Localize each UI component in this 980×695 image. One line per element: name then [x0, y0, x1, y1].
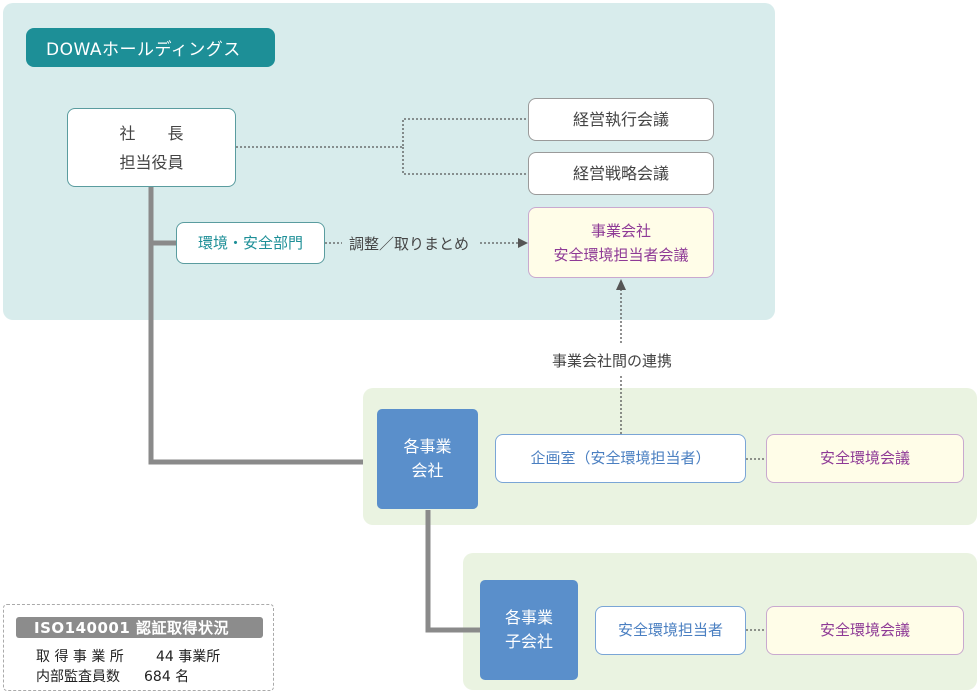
- planning-office-box: 企画室（安全環境担当者）: [495, 434, 746, 483]
- president-title: 社 長: [119, 123, 184, 143]
- company-meeting-line1: 事業会社: [590, 221, 651, 240]
- iso-row1-value: 44 事業所: [156, 649, 221, 665]
- subsidiary-line2: 子会社: [504, 632, 553, 651]
- safety-meeting-box-2: 安全環境会議: [766, 606, 964, 655]
- operating-company-block: 各事業 会社: [377, 409, 478, 509]
- iso-title: ISO140001 認証取得状況: [16, 617, 263, 638]
- officer-title: 担当役員: [119, 152, 184, 172]
- trunk-line: [148, 187, 363, 465]
- arrow-up: [616, 279, 626, 290]
- company-safety-meeting-box: 事業会社 安全環境担当者会議: [528, 207, 714, 278]
- arrow-to-meeting: [518, 238, 528, 248]
- iso-row1-label: 取 得 事 業 所: [36, 649, 124, 665]
- subsidiary-block: 各事業 子会社: [480, 580, 578, 680]
- strategy-meeting-line: [402, 147, 528, 175]
- brand-label: DOWAホールディングス: [26, 28, 275, 67]
- exec-meeting-line: [236, 118, 528, 148]
- company-meeting-line2: 安全環境担当者会議: [553, 245, 689, 264]
- coordination-label: 調整／取りまとめ: [349, 235, 470, 253]
- strategy-meeting-box: 経営戦略会議: [528, 152, 714, 195]
- safety-officer-box: 安全環境担当者: [595, 606, 746, 655]
- operating-company-line2: 会社: [411, 461, 444, 480]
- company-to-subsidiary-line: [425, 510, 480, 633]
- inter-company-label: 事業会社間の連携: [552, 352, 673, 370]
- iso-row2-value: 684 名: [144, 669, 190, 685]
- env-safety-dept-box: 環境・安全部門: [176, 222, 325, 264]
- subsidiary-line1: 各事業: [504, 608, 553, 627]
- operating-company-line1: 各事業: [403, 437, 452, 456]
- president-box: 社 長 担当役員: [67, 108, 236, 187]
- exec-meeting-box: 経営執行会議: [528, 98, 714, 141]
- iso-row2-label: 内部監査員数: [36, 669, 120, 685]
- safety-meeting-box-1: 安全環境会議: [766, 434, 964, 483]
